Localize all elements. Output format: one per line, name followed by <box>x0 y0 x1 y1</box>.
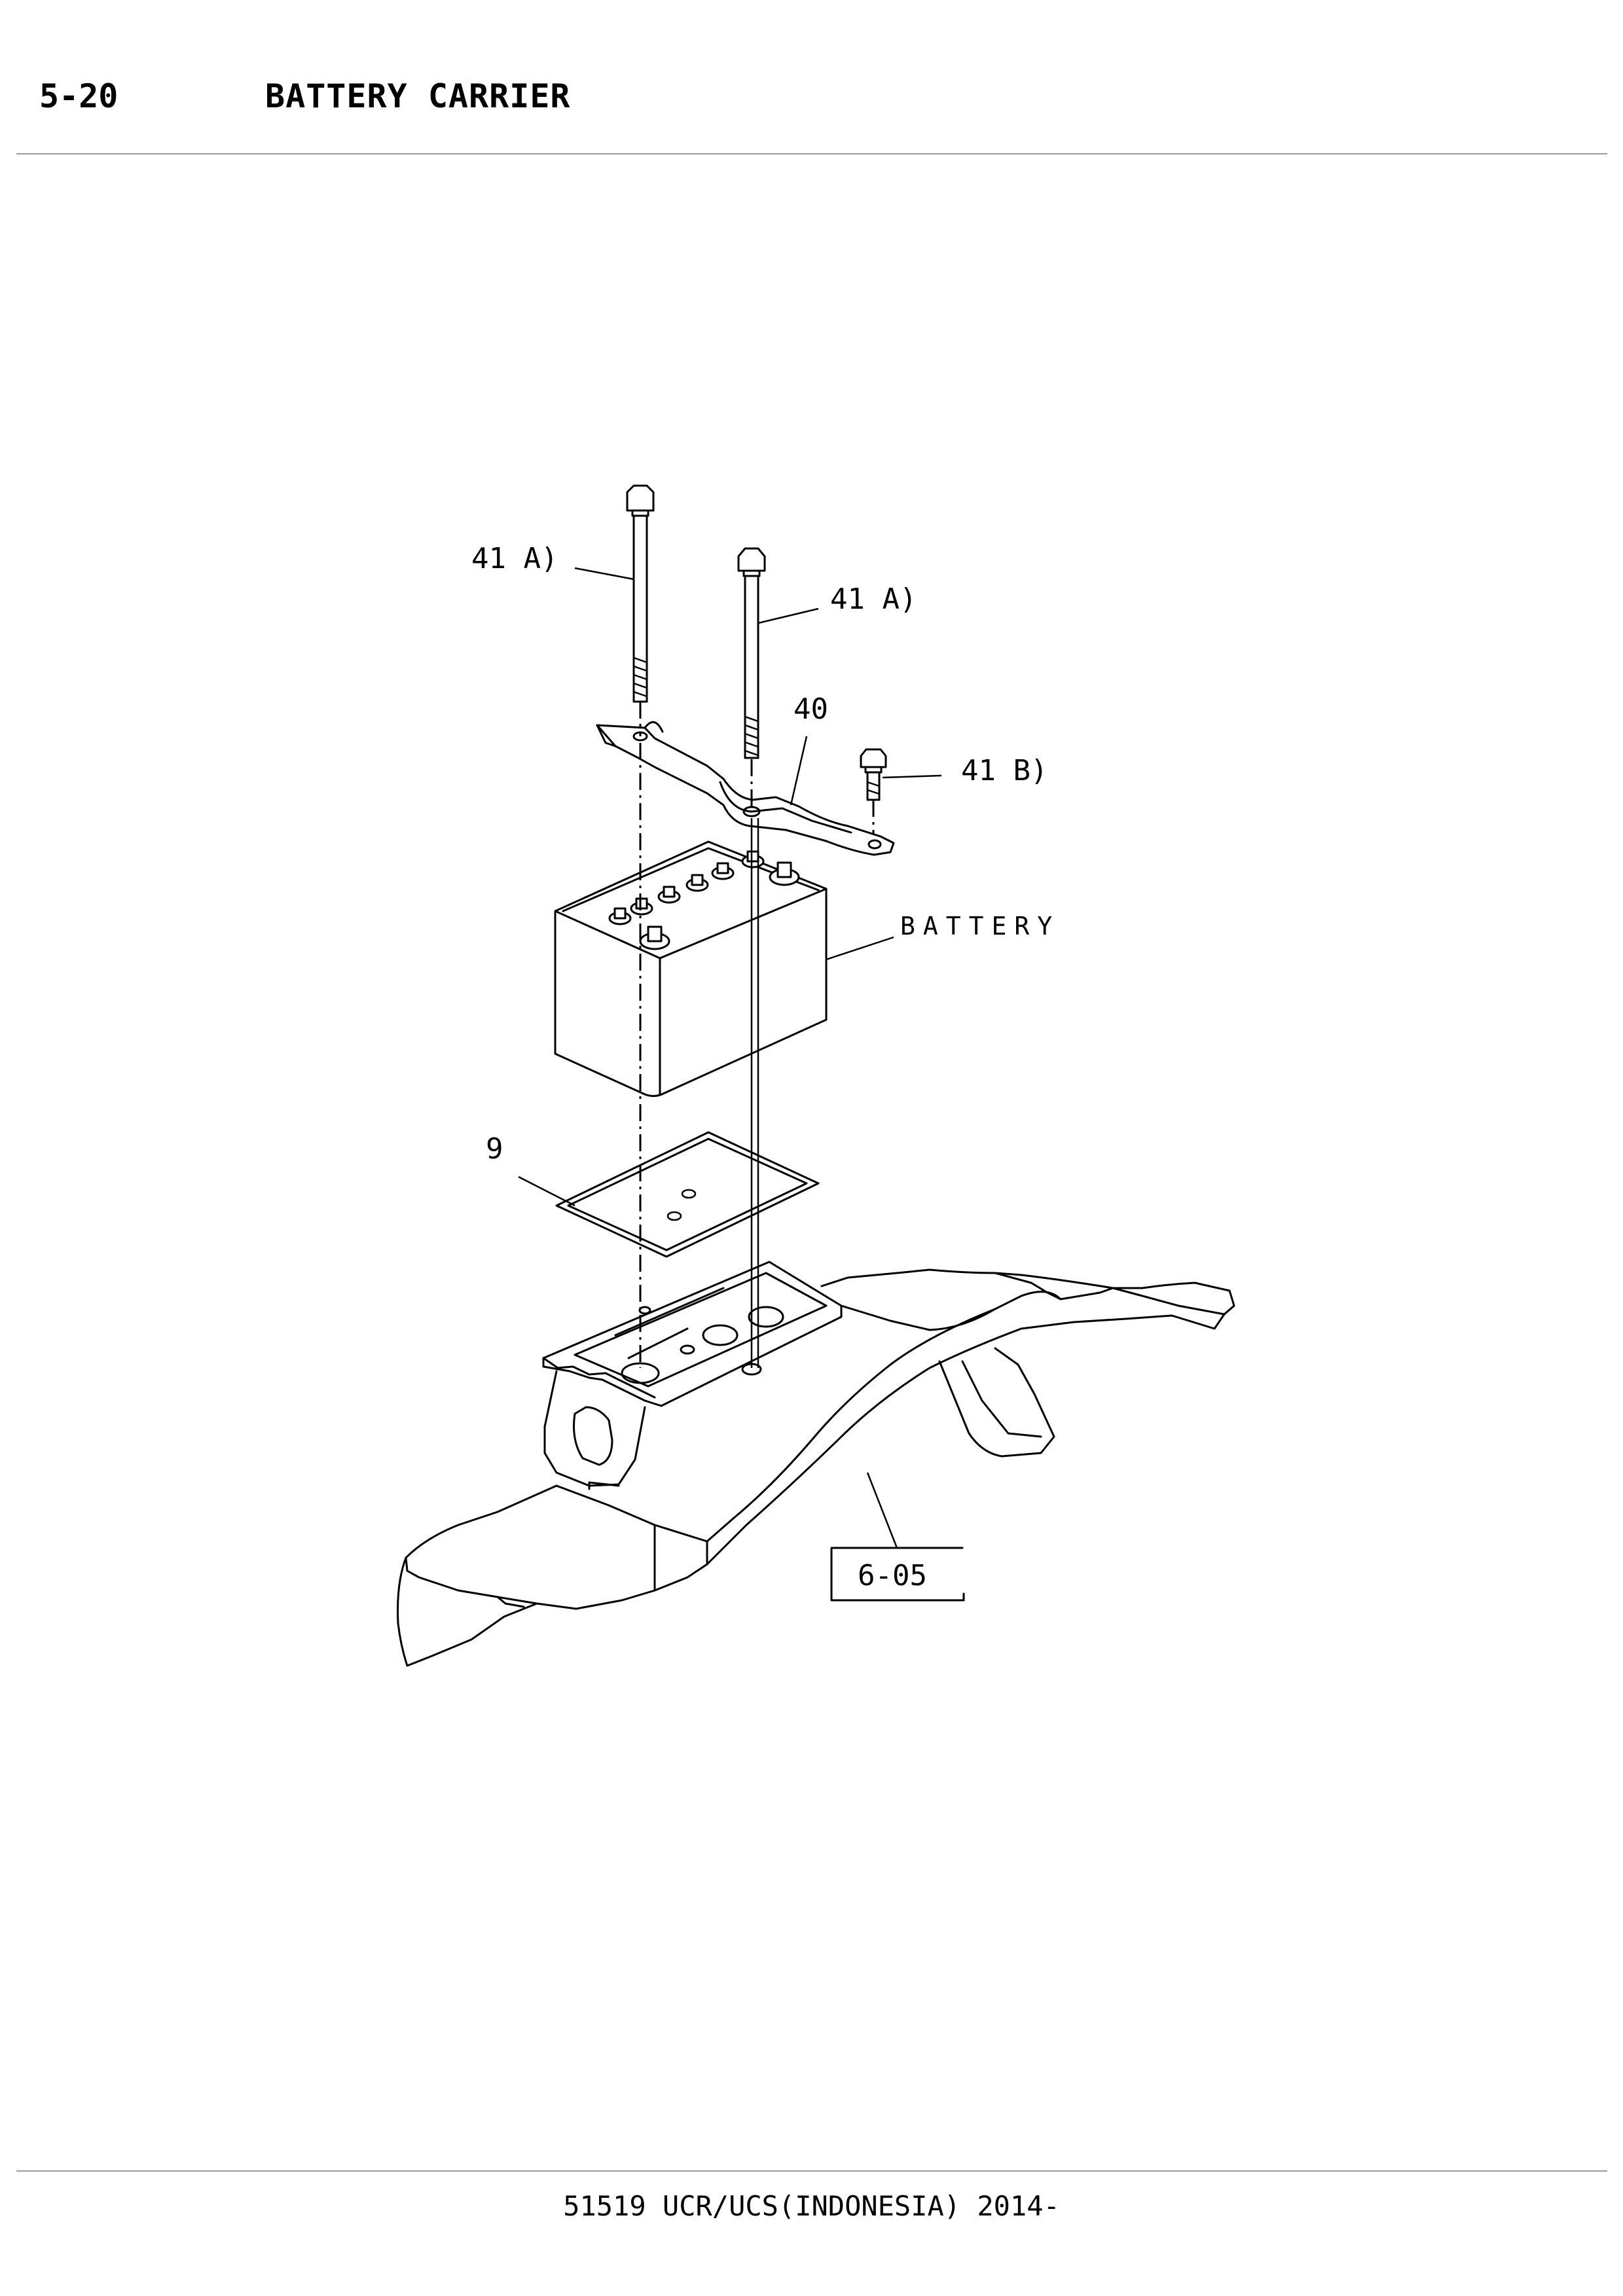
callout-41a-left: 41 A) <box>471 542 558 575</box>
short-bolt <box>860 748 887 844</box>
callout-9: 9 <box>486 1132 503 1166</box>
battery-tray-pad <box>555 1131 820 1258</box>
callout-battery: BATTERY <box>900 912 1060 941</box>
alignment-lines <box>639 702 759 1368</box>
battery-carrier-tray <box>542 1261 843 1407</box>
callout-41b: 41 B) <box>961 754 1048 787</box>
battery-terminals <box>608 850 800 950</box>
page-title: BATTERY CARRIER <box>265 77 571 115</box>
footer-divider <box>16 2170 1607 2172</box>
frame-reference-box: 6-05 <box>830 1547 965 1602</box>
callout-40: 40 <box>793 692 828 726</box>
long-bolt-left <box>626 484 655 703</box>
callout-41a-right: 41 A) <box>830 583 917 616</box>
chassis-frame <box>397 1268 1235 1667</box>
footer-catalog-code: 51519 UCR/UCS(INDONESIA) 2014- <box>563 2190 1060 2222</box>
callout-6-05: 6-05 <box>858 1559 927 1592</box>
section-number: 5-20 <box>39 77 119 115</box>
battery <box>554 840 828 1098</box>
header-divider <box>16 153 1607 154</box>
leader-lines <box>518 567 942 1549</box>
long-bolt-right <box>737 547 766 759</box>
